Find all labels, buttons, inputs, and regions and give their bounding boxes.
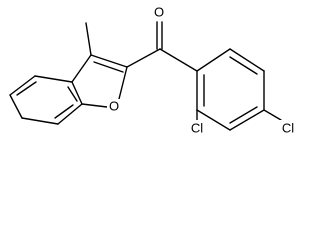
benzo-bond-4 [9,94,23,119]
ring-oxygen-label: O [109,98,119,113]
furan-bond-c3-c3a [71,54,92,83]
aryl-bond-1 [196,48,231,72]
aryl-bond-2 [229,48,265,72]
furan-bond-c2-o [118,66,128,100]
aryl-double-bond-a [229,56,258,75]
benzo-double-bond-a [54,104,74,119]
aryl-bond-4 [229,109,265,131]
methyl-bond [85,22,92,56]
furan-double-bond-c3-c2 [93,61,124,73]
chlorine-ortho-label: Cl [191,120,203,135]
aryl-double-bond-b [229,106,258,124]
bond-c2-carbonyl [126,48,161,68]
benzo-double-bond-c [67,86,78,102]
benzo-double-bond-b [16,81,37,96]
bond-carbonyl-aryl [159,48,198,72]
carbonyl-oxygen-label: O [154,4,164,19]
chlorine-ortho-label-bg [187,120,207,136]
carbonyl-oxygen-label-bg [152,5,166,21]
molecule-structure: O O Cl Cl [9,4,298,136]
benzo-bond-3 [21,117,59,125]
benzo-bond-1 [71,81,83,105]
ring-oxygen-label-bg [107,99,121,115]
benzo-bond-5 [9,75,36,96]
bond-cl-para [263,109,282,121]
chlorine-para-label-bg [278,120,298,136]
benzo-bond-2 [57,103,83,125]
chlorine-para-label: Cl [282,120,294,135]
furan-bond-c3-c2 [90,54,128,68]
furan-bond-o-c7a [81,103,108,108]
benzo-bond-6 [34,75,73,83]
aryl-bond-5 [196,109,231,131]
